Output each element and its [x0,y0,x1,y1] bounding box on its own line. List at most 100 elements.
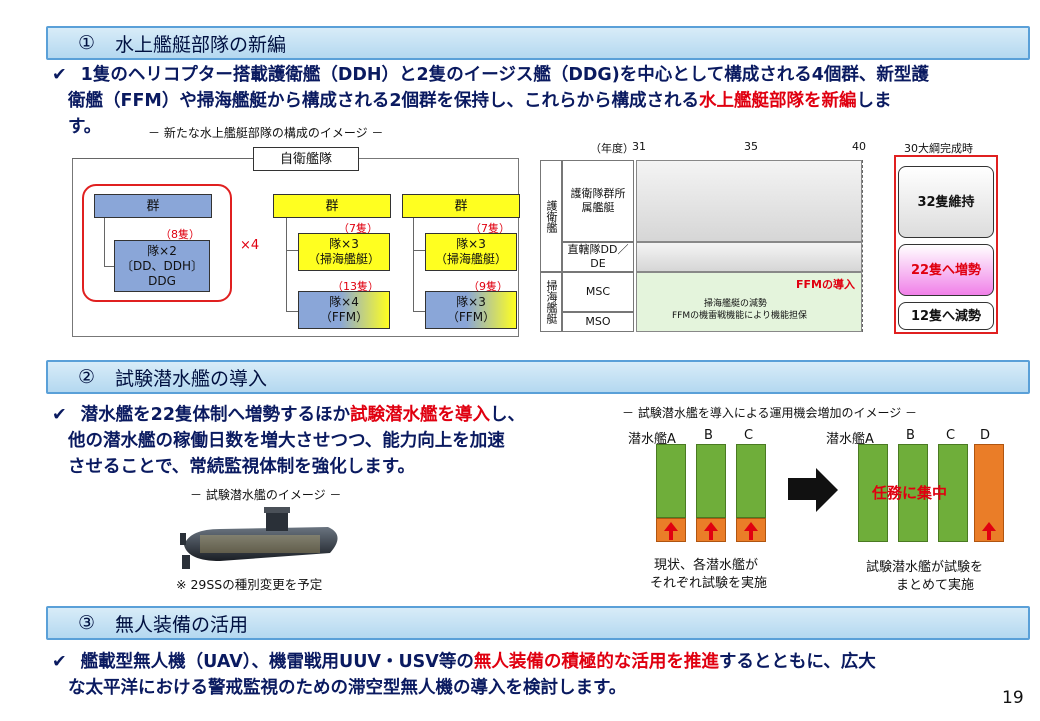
result-22: 22隻へ増勢 [898,244,994,296]
completion-label: 30大綱完成時 [904,142,973,155]
section2-line3: させることで、常続監視体制を強化します。 [68,457,416,477]
page-number: 19 [1002,688,1024,708]
result-12: 12隻へ減勢 [898,302,994,330]
year-label: （年度） [590,142,634,155]
right-label-d: D [980,428,991,443]
group-box-2: 群 [273,194,391,218]
minesweep-b-line2: （掃海艦艇） [434,252,507,266]
left-note-2: それぞれ試験を実施 [650,576,768,591]
up-arrow-stem [709,531,713,540]
right-label-a: 潜水艦A [826,432,874,447]
right-label-b: B [906,428,915,443]
row-escort-group: 護衛隊群所属艦艇 [562,160,634,242]
utilization-chart-caption: － 試験潜水艦を導入による運用機会増加のイメージ － [622,406,918,420]
ddh-unit-line1: 隊×2 [147,243,177,258]
mine-timeline-bar [636,272,862,332]
ffm-b-line1: 隊×3 [456,295,486,309]
up-arrow-stem [987,531,991,540]
left-label-c: C [744,428,754,443]
count-8: （8隻） [160,228,200,241]
year-31: 31 [632,140,646,153]
section2-number: ② [78,366,96,388]
direct-timeline-bar [636,242,862,272]
minesweep-a-line2: （掃海艦艇） [307,252,380,266]
category-escort: 護衛艦 [540,160,562,272]
up-arrow-stem [749,531,753,540]
timeline-divider [862,160,896,332]
right-bar-b [898,444,928,542]
section3-number: ③ [78,612,96,634]
minesweep-b-line1: 隊×3 [456,237,486,251]
escort-timeline-bar [636,160,862,242]
up-arrow-icon [744,522,758,531]
section2-line2: 他の潜水艦の稼働日数を増大させつつ、能力向上を加速 [68,431,505,451]
section1-title: 水上艦艇部隊の新編 [115,33,287,56]
fleet-box: 自衛艦隊 [253,147,359,171]
section2-header: ② 試験潜水艦の導入 [46,360,1030,394]
minesweep-unit-a: 隊×3 （掃海艦艇） [298,233,390,271]
ffm-intro-label: FFMの導入 [796,278,855,291]
count-13: （13隻） [332,280,379,293]
count-7-a: （7隻） [338,222,378,235]
right-note-2: まとめて実施 [896,578,975,593]
group-box-3: 群 [402,194,520,218]
right-note-1: 試験潜水艦が試験を [866,560,984,575]
section1-line2-end: しま [856,91,892,111]
group-box-1: 群 [94,194,212,218]
minesweep-unit-b: 隊×3 （掃海艦艇） [425,233,517,271]
result-32: 32隻維持 [898,166,994,238]
check-icon-3: ✔ [52,652,67,672]
section3-line1: 艦載型無人機（UAV）、機雷戦用UUV・USV等の [80,652,474,672]
minesweep-a-line1: 隊×3 [329,237,359,251]
submarine-illustration [180,505,350,573]
ffm-b-line2: （FFM） [446,310,496,324]
left-label-a: 潜水艦A [628,432,676,447]
section1-line1: 1隻のヘリコプター搭載護衛艦（DDH）と2隻のイージス艦（DDG)を中心として構… [80,65,929,85]
left-bar-b [696,444,726,518]
ffm-a-line2: （FFM） [319,310,369,324]
count-7-b: （7隻） [470,222,510,235]
section3-line2: な太平洋における警戒監視のための滞空型無人機の導入を検討します。 [68,678,627,698]
right-bar-c [938,444,968,542]
right-label-c: C [946,428,956,443]
times-four: ×4 [240,238,260,253]
ddh-unit-line3: DDG [148,273,176,288]
section1-number: ① [78,32,96,54]
year-35: 35 [744,140,758,153]
up-arrow-icon [664,522,678,531]
ffm-unit-a: 隊×4 （FFM） [298,291,390,329]
left-bar-a [656,444,686,518]
section3-title: 無人装備の活用 [115,613,249,636]
left-bar-c [736,444,766,518]
section3-line1-emphasis: 無人装備の積極的な活用を推進 [473,652,719,672]
ddh-group-frame [82,184,232,302]
section2-line1-emphasis: 試験潜水艦を導入 [350,405,491,425]
mine-note-2: FFMの機雷戦機能により機能担保 [672,311,807,321]
submarine-note: ※ 29SSの種別変更を予定 [176,577,323,592]
section3-line1-end: するとともに、広大 [718,652,876,672]
section2-title: 試験潜水艦の導入 [115,367,268,390]
ddh-unit-box: 隊×2 〔DD、DDH〕 DDG [114,240,210,292]
section3-bullet: ✔ 艦載型無人機（UAV）、機雷戦用UUV・USV等の無人装備の積極的な活用を推進… [52,649,1022,701]
check-icon: ✔ [52,65,67,85]
ffm-a-line1: 隊×4 [329,295,359,309]
section1-header: ① 水上艦艇部隊の新編 [46,26,1030,60]
up-arrow-icon [982,522,996,531]
ffm-unit-b: 隊×3 （FFM） [425,291,517,329]
completion-frame [894,155,998,334]
section1-line3: す。 [68,117,102,137]
right-bar-a [858,444,888,542]
section3-header: ③ 無人装備の活用 [46,606,1030,640]
left-note-1: 現状、各潜水艦が [654,558,759,573]
count-9: （9隻） [468,280,508,293]
focus-label: 任務に集中 [872,484,948,502]
section2-line1: 潜水艦を22隻体制へ増勢するほか [80,405,351,425]
year-40: 40 [852,140,866,153]
row-mso: MSO [562,312,634,332]
check-icon-2: ✔ [52,405,67,425]
section1-line2: 衛艦（FFM）や掃海艦艇から構成される2個群を保持し、これらから構成される [68,91,699,111]
row-msc: MSC [562,272,634,312]
mine-note-1: 掃海艦艇の減勢 [704,299,768,309]
right-arrow-icon [788,478,818,500]
right-arrow-head [816,468,838,512]
